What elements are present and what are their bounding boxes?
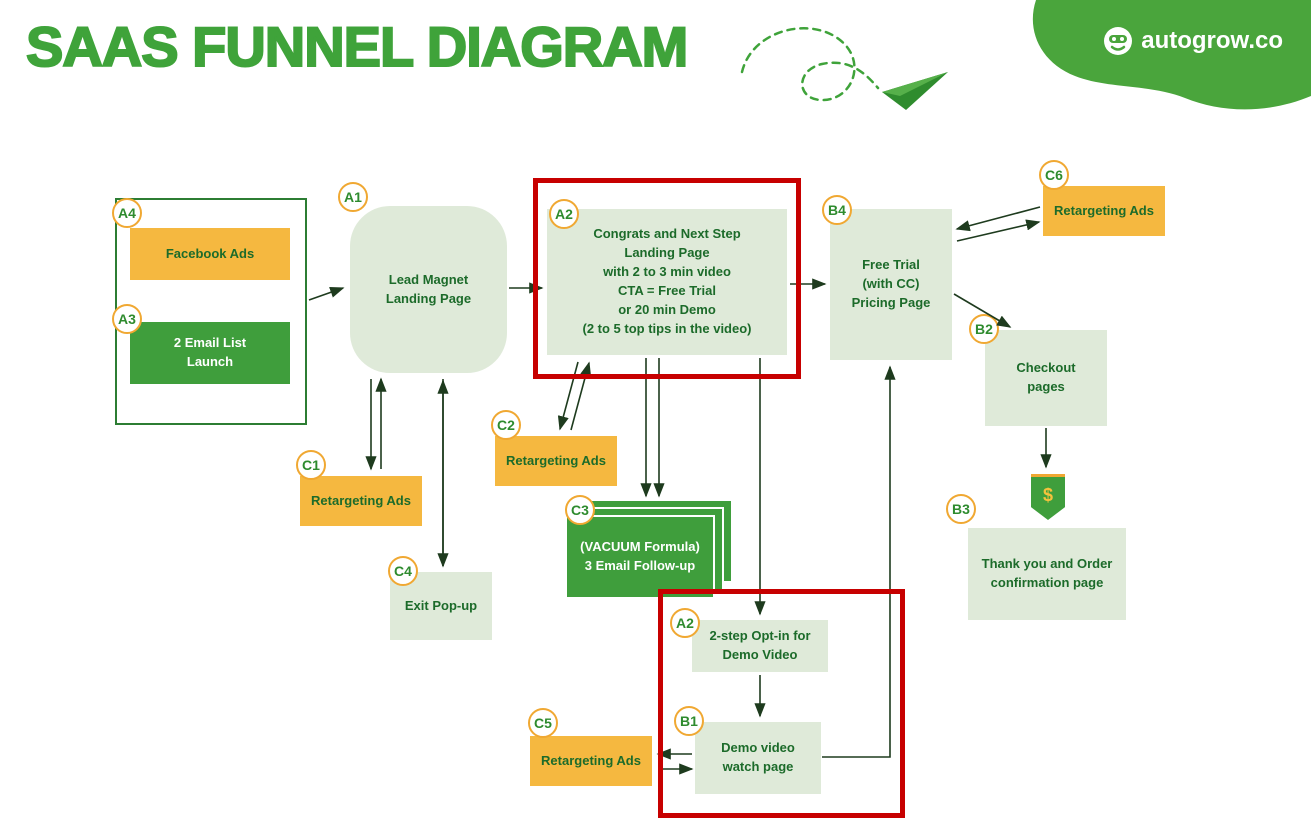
badge-b1: B1: [674, 706, 704, 736]
node-email-follow-up: C3 (VACUUM Formula) 3 Email Follow-up: [565, 495, 715, 599]
node-checkout-pages: B2 Checkout pages: [969, 314, 1107, 426]
node-email-list-launch-label: 2 Email List Launch: [173, 335, 247, 369]
node-demo-video-watch-page: B1 Demo video watch page: [674, 706, 821, 794]
node-congrats-label: Congrats and Next Step Landing Page with…: [582, 226, 752, 336]
node-checkout-label: Checkout pages: [1016, 360, 1076, 394]
badge-c4: C4: [388, 556, 418, 586]
node-facebook-ads: A4 Facebook Ads: [112, 198, 290, 280]
badge-a2-optin: A2: [670, 608, 700, 638]
badge-a2: A2: [549, 199, 579, 229]
node-lead-magnet-landing-page: A1 Lead Magnet Landing Page: [338, 182, 507, 373]
brand-blob: [1032, 0, 1311, 110]
badge-a4: A4: [112, 198, 142, 228]
badge-b4: B4: [822, 195, 852, 225]
node-exit-popup: C4 Exit Pop-up: [388, 556, 492, 640]
badge-c3: C3: [565, 495, 595, 525]
node-retargeting-c2-label: Retargeting Ads: [506, 452, 606, 468]
node-retargeting-c6-label: Retargeting Ads: [1054, 202, 1154, 218]
badge-c5: C5: [528, 708, 558, 738]
node-congrats-next-step-page: A2 Congrats and Next Step Landing Page w…: [547, 199, 787, 355]
brand-logo: autogrow.co: [1103, 26, 1283, 56]
node-retargeting-ads-c2: C2 Retargeting Ads: [491, 410, 617, 486]
dashed-swoosh: [740, 27, 948, 110]
badge-b2: B2: [969, 314, 999, 344]
paper-plane-icon: [882, 72, 948, 110]
node-retargeting-c5-label: Retargeting Ads: [541, 752, 641, 768]
dollar-ribbon-icon: $: [1031, 474, 1065, 520]
node-retargeting-ads-c1: C1 Retargeting Ads: [296, 450, 422, 526]
brand-logo-icon: [1104, 27, 1133, 55]
badge-c6: C6: [1039, 160, 1069, 190]
node-exit-popup-label: Exit Pop-up: [404, 597, 478, 613]
page-title: SAAS FUNNEL DIAGRAM: [25, 14, 689, 79]
dollar-symbol: $: [1042, 485, 1053, 505]
node-demo-video-label: Demo video watch page: [721, 740, 795, 774]
node-thank-you-label: Thank you and Order confirmation page: [981, 556, 1113, 590]
badge-c2: C2: [491, 410, 521, 440]
node-lead-magnet-label: Lead Magnet Landing Page: [385, 271, 472, 306]
node-retargeting-c1-label: Retargeting Ads: [311, 492, 411, 508]
node-email-list-launch: A3 2 Email List Launch: [112, 304, 290, 384]
badge-c1: C1: [296, 450, 326, 480]
node-retargeting-ads-c5: C5 Retargeting Ads: [528, 708, 652, 786]
badge-b3: B3: [946, 494, 976, 524]
node-two-step-optin: A2 2-step Opt-in for Demo Video: [670, 608, 828, 672]
node-email-follow-up-label: (VACUUM Formula) 3 Email Follow-up: [580, 539, 700, 573]
badge-a3: A3: [112, 304, 142, 334]
brand-name: autogrow.co: [1141, 27, 1283, 54]
node-two-step-optin-label: 2-step Opt-in for Demo Video: [709, 628, 811, 662]
node-facebook-ads-label: Facebook Ads: [165, 245, 255, 261]
badge-a1: A1: [338, 182, 368, 212]
node-thank-you-page: Thank you and Order confirmation page: [968, 528, 1126, 620]
node-retargeting-ads-c6: C6 Retargeting Ads: [1039, 160, 1165, 236]
node-free-trial-pricing-page: B4 Free Trial (with CC) Pricing Page: [822, 195, 952, 360]
node-free-trial-label: Free Trial (with CC) Pricing Page: [851, 257, 931, 310]
